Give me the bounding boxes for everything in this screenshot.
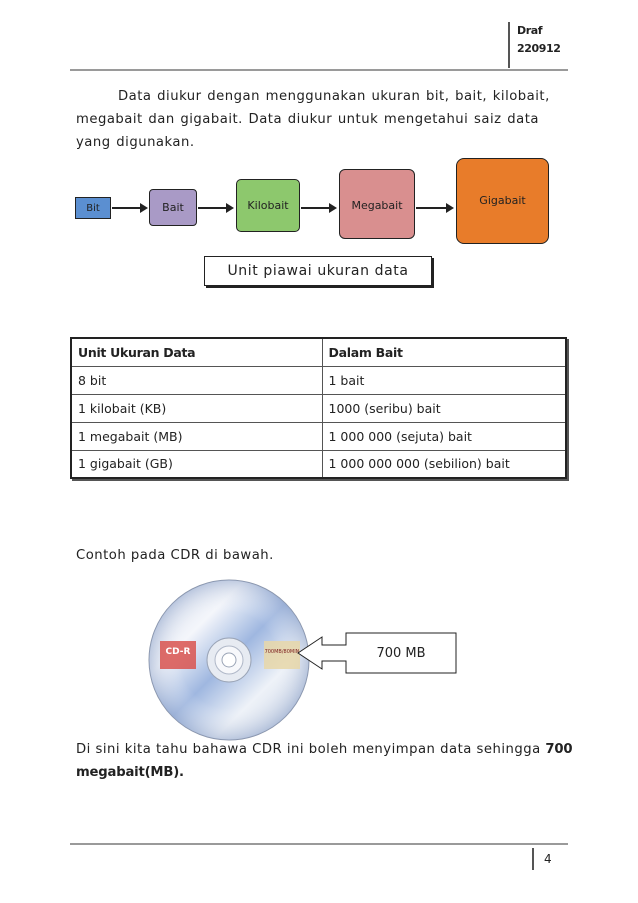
arrow-4 [416, 203, 454, 213]
conclusion-text: Di sini kita tahu bahawa CDR ini boleh m… [76, 742, 546, 757]
node-megabait: Megabait [339, 169, 415, 239]
page-number: 4 [532, 848, 552, 870]
arrow-1 [112, 203, 148, 213]
table-cell: 1 000 000 000 (sebilion) bait [321, 449, 567, 479]
node-gigabait: Gigabait [456, 158, 549, 244]
cd-disc-icon: CD-R 700MB/80MIN [148, 579, 310, 741]
node-kilobait: Kilobait [236, 179, 300, 232]
draft-code: 220912 [517, 42, 561, 55]
table-header-row: Unit Ukuran Data Dalam Bait [70, 337, 567, 367]
draft-stamp: Draf 220912 [508, 22, 570, 68]
node-megabait-label: Megabait [351, 199, 403, 212]
conclusion-paragraph: Di sini kita tahu bahawa CDR ini boleh m… [76, 738, 576, 784]
callout-arrow-shape [297, 632, 457, 674]
table-row: 1 megabait (MB) 1 000 000 (sejuta) bait [70, 421, 567, 451]
cd-label: CD-R [166, 647, 191, 657]
table-cell: 1 megabait (MB) [70, 421, 323, 451]
node-gigabait-label: Gigabait [479, 194, 526, 207]
footer-rule [70, 843, 568, 845]
node-kilobait-label: Kilobait [247, 199, 289, 212]
table-header-cell: Dalam Bait [321, 337, 567, 367]
cd-image: CD-R 700MB/80MIN [146, 577, 312, 743]
intro-text: Data diukur dengan menggunakan ukuran bi… [76, 89, 550, 150]
table-cell: 1 bait [321, 365, 567, 395]
arrow-3 [301, 203, 337, 213]
table-cell: 1 kilobait (KB) [70, 393, 323, 423]
table-row: 1 gigabait (GB) 1 000 000 000 (sebilion)… [70, 449, 567, 479]
diagram-caption: Unit piawai ukuran data [204, 256, 432, 286]
node-bit-label: Bit [86, 202, 100, 214]
node-bait: Bait [149, 189, 197, 226]
header-rule [70, 69, 568, 71]
units-table: Unit Ukuran Data Dalam Bait 8 bit 1 bait… [70, 337, 567, 479]
conclusion-bold: 700 megabait(MB). [76, 742, 573, 780]
node-bait-label: Bait [162, 201, 184, 214]
node-bit: Bit [75, 197, 111, 219]
table-header-cell: Unit Ukuran Data [70, 337, 323, 367]
table-cell: 1000 (seribu) bait [321, 393, 567, 423]
table-row: 1 kilobait (KB) 1000 (seribu) bait [70, 393, 567, 423]
intro-paragraph: Data diukur dengan menggunakan ukuran bi… [76, 85, 566, 154]
example-intro: Contoh pada CDR di bawah. [76, 548, 274, 563]
table-cell: 8 bit [70, 365, 323, 395]
draft-label: Draf [517, 24, 543, 37]
cd-capacity-label: 700MB/80MIN [265, 649, 300, 655]
callout-text: 700 MB [376, 645, 426, 661]
table-row: 8 bit 1 bait [70, 365, 567, 395]
table-cell: 1 gigabait (GB) [70, 449, 323, 479]
arrow-2 [198, 203, 234, 213]
table-cell: 1 000 000 (sejuta) bait [321, 421, 567, 451]
